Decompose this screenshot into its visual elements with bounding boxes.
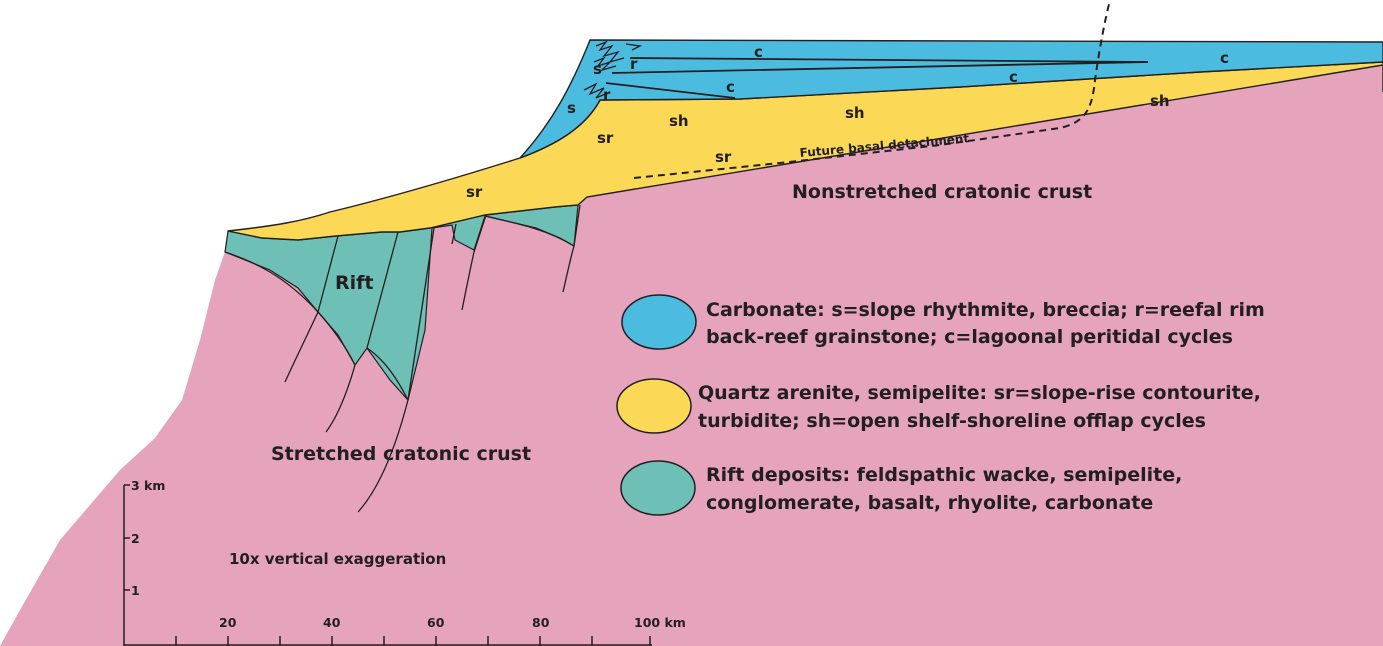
legend-swatch-rift-deposits [621, 461, 695, 515]
label-r-1: r [630, 55, 638, 73]
label-sh-3: sh [1150, 92, 1170, 110]
label-sr-1: sr [597, 129, 614, 147]
label-c-2: c [1220, 49, 1229, 67]
horizontal-tick-60: 60 [427, 615, 445, 630]
legend-text-quartz-arenite-2: turbidite; sh=open shelf-shoreline offla… [698, 410, 1206, 432]
label-s-1: s [593, 60, 602, 78]
legend-swatch-carbonate [622, 295, 696, 349]
horizontal-tick-100km: 100 km [634, 615, 686, 630]
legend-text-rift-deposits-2: conglomerate, basalt, rhyolite, carbonat… [706, 492, 1153, 514]
legend-text-quartz-arenite-1: Quartz arenite, semipelite: sr=slope-ris… [698, 382, 1261, 404]
legend-text-rift-deposits-1: Rift deposits: feldspathic wacke, semipe… [706, 464, 1182, 486]
label-rift: Rift [335, 272, 374, 294]
label-sr-2: sr [715, 148, 732, 166]
label-sh-1: sh [669, 112, 689, 130]
horizontal-tick-40: 40 [323, 615, 341, 630]
vertical-tick-2: 2 [131, 531, 140, 546]
vertical-exaggeration-label: 10x vertical exaggeration [229, 550, 446, 568]
legend-text-carbonate-2: back-reef grainstone; c=lagoonal peritid… [706, 326, 1233, 348]
legend-text-carbonate-1: Carbonate: s=slope rhythmite, breccia; r… [706, 299, 1265, 321]
label-r-2: r [603, 86, 611, 104]
horizontal-tick-20: 20 [219, 615, 237, 630]
label-sh-2: sh [845, 104, 865, 122]
label-sr-3: sr [466, 183, 483, 201]
label-nonstretched-crust: Nonstretched cratonic crust [792, 181, 1092, 203]
label-c-3: c [1009, 68, 1018, 86]
label-c-1: c [754, 43, 763, 61]
vertical-tick-1: 1 [131, 583, 140, 598]
horizontal-tick-80: 80 [532, 615, 550, 630]
label-stretched-crust: Stretched cratonic crust [271, 443, 531, 465]
label-s-2: s [567, 99, 576, 117]
legend-swatch-quartz-arenite [617, 379, 691, 433]
label-c-4: c [726, 78, 735, 96]
vertical-tick-3km: 3 km [131, 478, 165, 493]
